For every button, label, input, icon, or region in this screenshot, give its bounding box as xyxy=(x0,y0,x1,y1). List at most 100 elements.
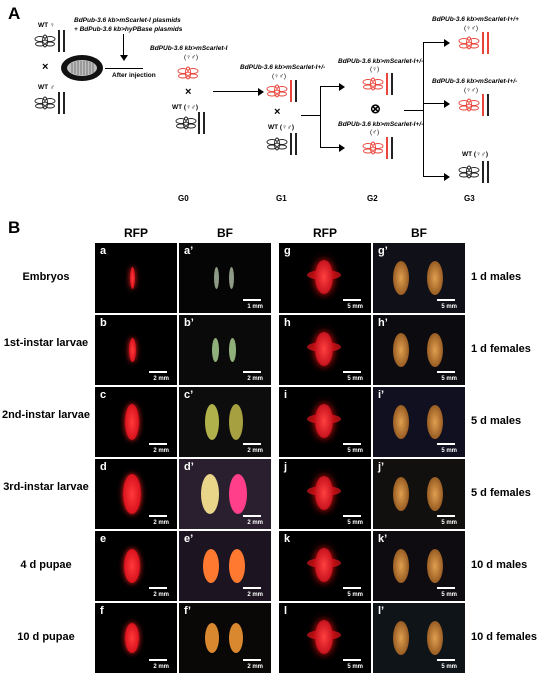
g0-wt-label: WT (♀♂) xyxy=(172,104,198,111)
tile-letter: l xyxy=(284,605,288,617)
tile-letter: h xyxy=(284,317,291,329)
scale-bar xyxy=(437,659,455,661)
g3-top-construct: BdPUb-3.6 kb>mScarlet-I+/+ xyxy=(432,16,519,23)
row-label-h: 1 d females xyxy=(471,343,531,355)
g2-bottom-construct: BdPUb-3.6 kb>mScarlet-I+/- xyxy=(338,121,424,128)
g1-construct: BdPUb-3.6 kb>mScarlet-I+/- xyxy=(240,64,326,71)
row-label-d: 3rd-instar larvae xyxy=(3,481,89,493)
g1-g2-stem xyxy=(301,115,321,117)
row-label-f: 10 d pupae xyxy=(17,631,75,643)
scale-bar-label: 2 mm xyxy=(247,664,263,670)
injection-arrowhead xyxy=(119,55,128,61)
g0-wt-fly-icon xyxy=(175,116,197,130)
bf-adult-right-3 xyxy=(427,477,443,511)
scale-bar xyxy=(343,515,361,517)
scale-bar-label: 5 mm xyxy=(441,304,457,310)
tile-letter: d xyxy=(100,461,107,473)
scale-bar-label: 5 mm xyxy=(347,304,363,310)
g0-construct: BdPUb-3.6 kb>mScarlet-I xyxy=(150,45,228,52)
g0-g1-arrow-shaft xyxy=(213,91,259,93)
row-label-b: 1st-instar larvae xyxy=(3,337,89,349)
bf-specimen-left-4 xyxy=(203,549,219,583)
bf-adult-left-4 xyxy=(393,549,409,583)
scale-bar-label: 5 mm xyxy=(347,448,363,454)
g1-wt-label: WT (♀♂) xyxy=(268,124,294,131)
scale-bar-label: 2 mm xyxy=(247,520,263,526)
image-tile-g-prime: g’ 5 mm xyxy=(373,243,465,313)
scale-bar-label: 2 mm xyxy=(153,592,169,598)
g2-g3-top-arrowhead xyxy=(444,39,450,47)
g1-wt-chromosomes xyxy=(290,133,298,155)
g2-g3-stem xyxy=(404,110,424,112)
image-tile-d: d 2 mm xyxy=(95,459,177,529)
row-label-a: Embryos xyxy=(22,271,70,283)
cross-symbol-g0: × xyxy=(185,86,192,98)
scale-bar xyxy=(149,587,167,589)
tile-letter: k’ xyxy=(378,533,388,545)
panel-b-label: B xyxy=(8,218,21,237)
cross-symbol-g1: × xyxy=(274,106,281,118)
generation-label-g2: G2 xyxy=(367,194,378,203)
bf-adult-right-4 xyxy=(427,549,443,583)
g3-mid-sex: (♀♂) xyxy=(464,87,479,94)
tile-letter: i’ xyxy=(378,389,385,401)
bf-adult-right-1 xyxy=(427,333,443,367)
row-label-i: 5 d males xyxy=(471,415,522,427)
rfp-specimen-d xyxy=(123,474,141,514)
scale-bar-label: 2 mm xyxy=(153,664,169,670)
scale-bar xyxy=(243,443,261,445)
g3-mid-construct: BdPUb-3.6 kb>mScarlet-I+/- xyxy=(432,78,518,85)
bf-specimen-right-4 xyxy=(229,549,245,583)
scale-bar xyxy=(437,587,455,589)
bf-specimen-right-3 xyxy=(229,474,247,514)
scale-bar xyxy=(243,515,261,517)
g3-wt-fly-icon xyxy=(458,165,480,179)
injection-horizontal-line xyxy=(105,68,143,70)
bf-specimen-left-2 xyxy=(205,404,219,440)
scale-bar-label: 1 mm xyxy=(247,304,263,310)
bf-adult-right-2 xyxy=(427,405,443,439)
rfp-adult-l xyxy=(315,620,333,654)
row-label-l: 10 d females xyxy=(471,631,538,643)
scale-bar xyxy=(243,587,261,589)
scale-bar-label: 2 mm xyxy=(153,520,169,526)
bf-specimen-left-3 xyxy=(201,474,219,514)
g1-g2-top-arrowhead xyxy=(339,83,345,91)
scale-bar xyxy=(343,659,361,661)
bf-specimen-right-1 xyxy=(229,338,236,362)
generation-label-g1: G1 xyxy=(276,194,287,203)
g3-homozygous-chromosomes xyxy=(482,32,490,54)
image-tile-b-prime: b’2 mm xyxy=(179,315,271,385)
wt-female-label: WT ♀ xyxy=(38,22,55,29)
rfp-specimen-c xyxy=(125,404,139,440)
tile-letter: g’ xyxy=(378,245,388,257)
bf-specimen-left-1 xyxy=(212,338,219,362)
scale-bar-label: 2 mm xyxy=(247,592,263,598)
bf-adult-right-0 xyxy=(427,261,443,295)
embryo-dish-image xyxy=(61,55,103,81)
image-tile-a-prime: a’1 mm xyxy=(179,243,271,313)
generation-label-g3: G3 xyxy=(464,194,475,203)
scale-bar-label: 5 mm xyxy=(347,664,363,670)
g3-wt-label: WT (♀♂) xyxy=(462,151,488,158)
col-header-rfp-right: RFP xyxy=(313,226,337,240)
cross-symbol-parents: × xyxy=(42,61,49,73)
bf-adult-left-0 xyxy=(393,261,409,295)
tile-letter: a xyxy=(100,245,107,257)
g2-bottom-sex: (♂) xyxy=(370,129,380,136)
rfp-adult-i xyxy=(315,404,333,438)
g1-g2-bottom-shaft xyxy=(320,147,340,149)
image-tile-l-prime: l’5 mm xyxy=(373,603,465,673)
rfp-specimen-b xyxy=(128,338,136,362)
g3-heterozygous-chromosomes xyxy=(482,94,490,116)
g1-wt-fly-icon xyxy=(266,137,288,151)
wt-male-fly-icon xyxy=(34,96,56,110)
scale-bar xyxy=(437,299,455,301)
scale-bar xyxy=(243,659,261,661)
scale-bar xyxy=(149,515,167,517)
col-header-rfp-left: RFP xyxy=(124,226,148,240)
